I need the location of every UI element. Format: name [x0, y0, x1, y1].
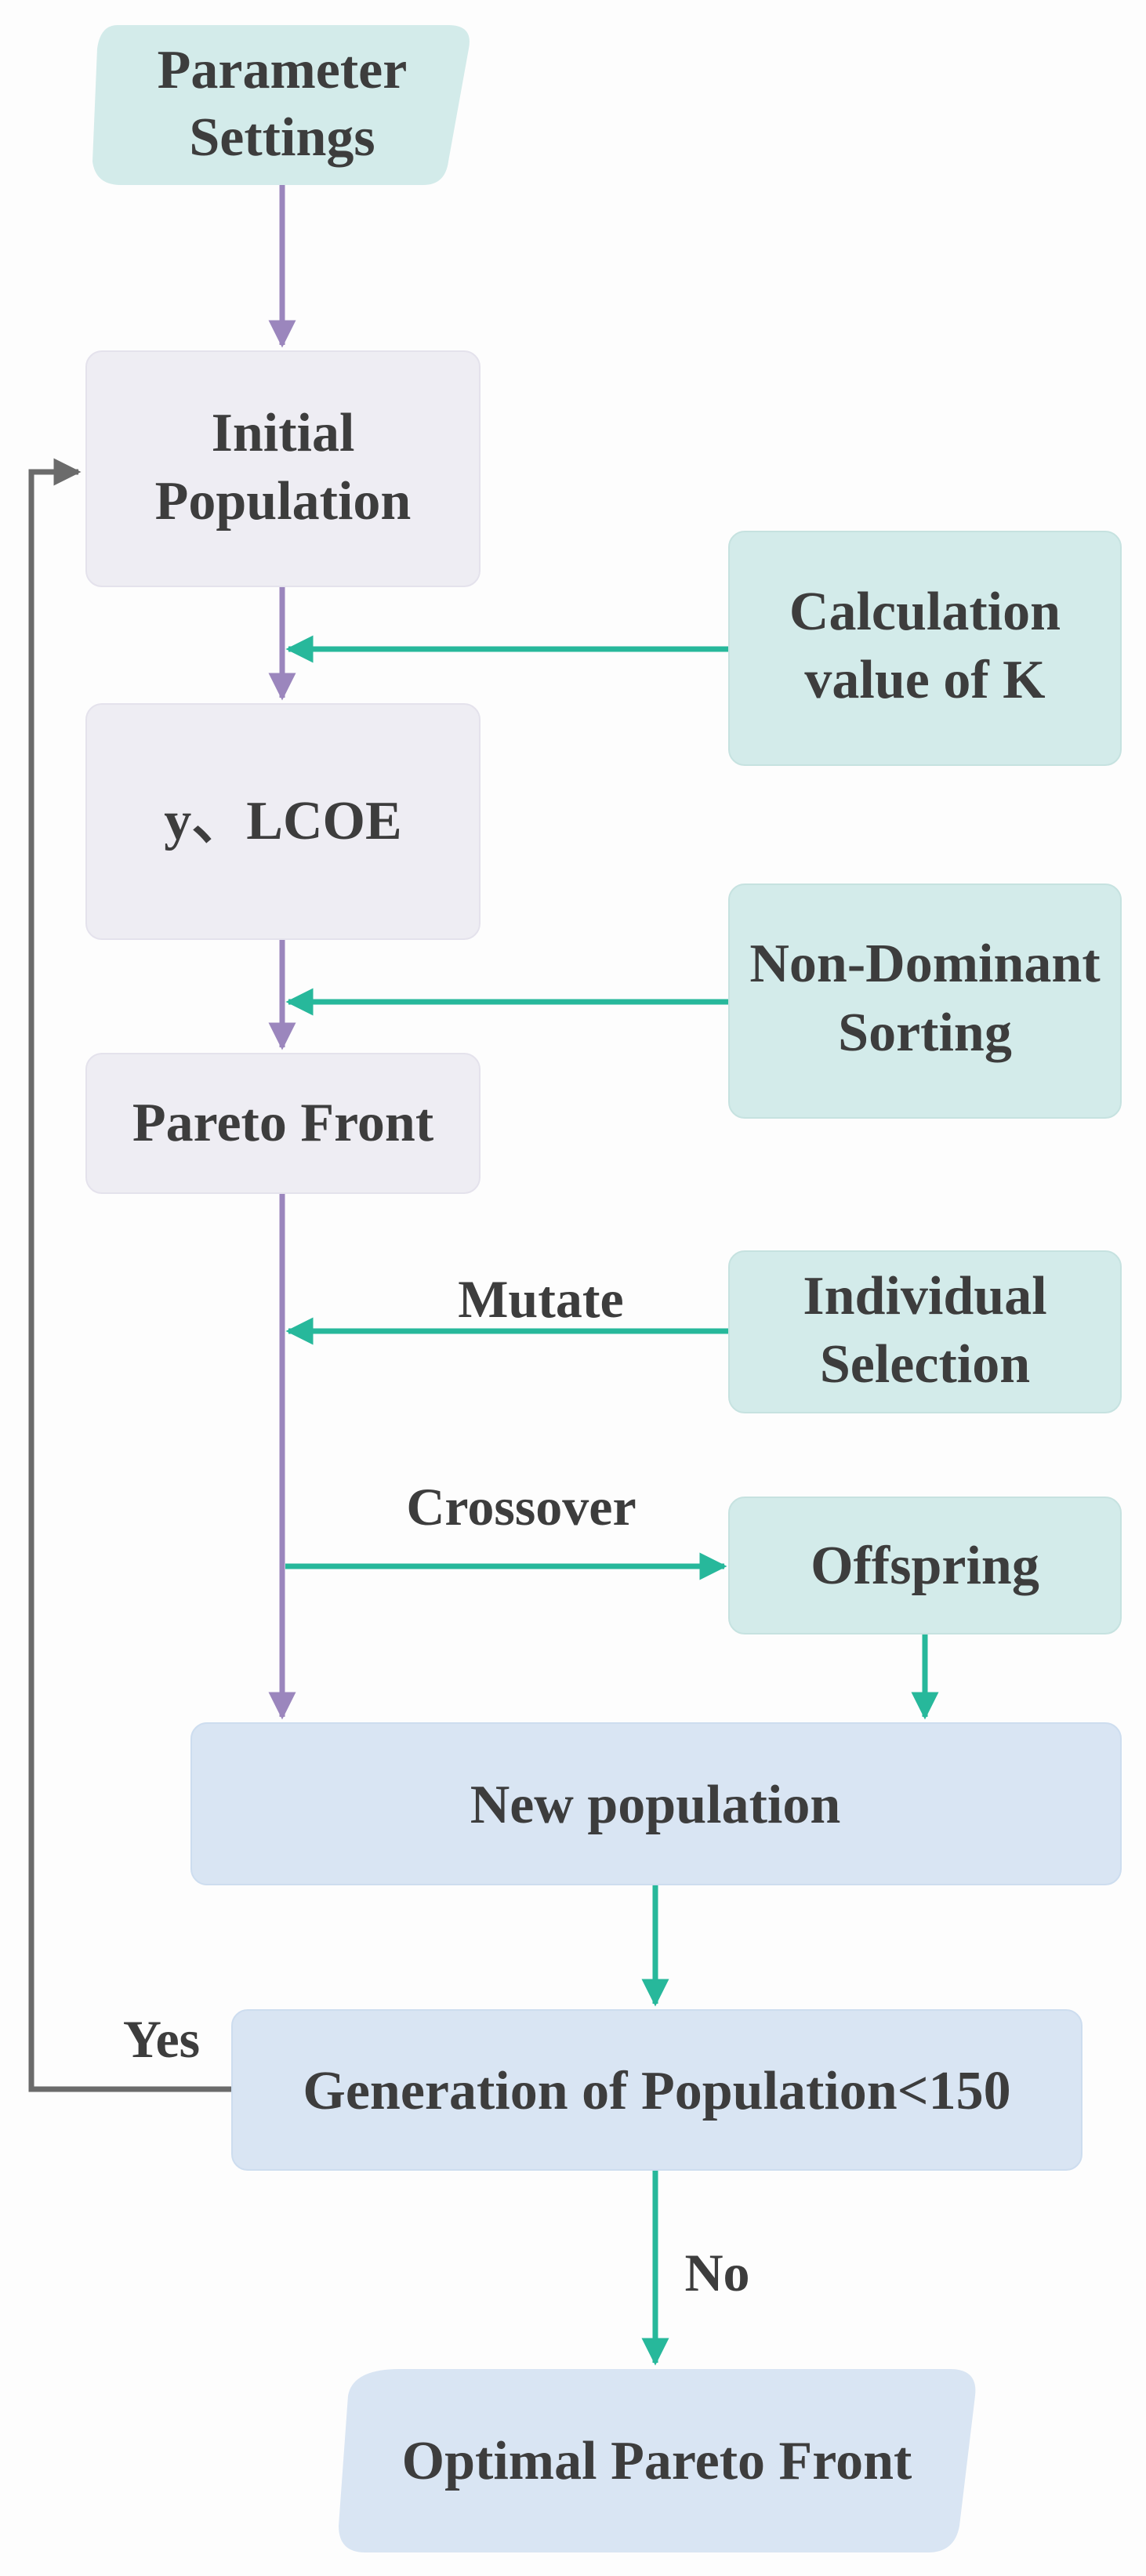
node-individual-selection: Individual Selection: [728, 1250, 1122, 1413]
node-pareto-front-label: Pareto Front: [132, 1093, 433, 1153]
node-calculation-k-shape: [728, 531, 1122, 766]
node-new-population-label: New population: [470, 1775, 841, 1835]
edge-labels: Mutate Crossover Yes No: [123, 1269, 750, 2302]
arrow-generation-loop-back: [28, 458, 232, 2092]
node-initial-population-line2: Population: [155, 471, 412, 532]
edge-label-yes: Yes: [123, 2009, 200, 2069]
node-offspring: Offspring: [728, 1497, 1122, 1634]
node-generation-check-shape: [231, 2009, 1083, 2171]
node-y-lcoe-label: y、LCOE: [164, 791, 401, 851]
node-optimal-pareto-front: Optimal Pareto Front: [339, 2369, 976, 2552]
node-y-lcoe: y、LCOE: [85, 703, 481, 940]
nodes: Parameter Settings Initial Population y、…: [85, 25, 1122, 2552]
node-optimal-pareto-front-label: Optimal Pareto Front: [402, 2431, 912, 2491]
node-parameter-settings-line1: Parameter: [158, 40, 408, 100]
node-parameter-settings: Parameter Settings: [92, 25, 470, 185]
node-calculation-k-line1: Calculation: [789, 582, 1061, 642]
node-calculation-k-line2: value of K: [804, 650, 1045, 710]
node-new-population-shape: [190, 1722, 1122, 1885]
node-pareto-front-shape: [85, 1053, 481, 1194]
edges: [28, 185, 939, 2366]
node-individual-selection-line1: Individual: [803, 1266, 1046, 1326]
node-optimal-pareto-front-shape: [339, 2369, 976, 2552]
node-initial-population-shape: [85, 350, 481, 587]
node-non-dominant-sorting: Non-Dominant Sorting: [728, 883, 1122, 1119]
node-generation-check-label: Generation of Population<150: [303, 2061, 1010, 2121]
node-initial-population-line1: Initial: [212, 403, 355, 463]
node-y-lcoe-shape: [85, 703, 481, 940]
node-non-dominant-sorting-shape: [728, 883, 1122, 1119]
node-individual-selection-shape: [728, 1250, 1122, 1413]
node-new-population: New population: [190, 1722, 1122, 1885]
node-parameter-settings-shape: [92, 25, 470, 185]
edge-label-crossover: Crossover: [406, 1477, 636, 1537]
node-calculation-k: Calculation value of K: [728, 531, 1122, 766]
node-generation-check: Generation of Population<150: [231, 2009, 1083, 2171]
node-pareto-front: Pareto Front: [85, 1053, 481, 1194]
node-non-dominant-sorting-line2: Sorting: [838, 1003, 1012, 1063]
node-offspring-shape: [728, 1497, 1122, 1634]
node-parameter-settings-line2: Settings: [189, 107, 375, 168]
edge-label-no: No: [684, 2243, 749, 2302]
edge-label-mutate: Mutate: [458, 1269, 623, 1329]
node-non-dominant-sorting-line1: Non-Dominant: [749, 934, 1100, 994]
node-offspring-label: Offspring: [811, 1536, 1039, 1596]
node-initial-population: Initial Population: [85, 350, 481, 587]
node-individual-selection-line2: Selection: [820, 1334, 1030, 1395]
